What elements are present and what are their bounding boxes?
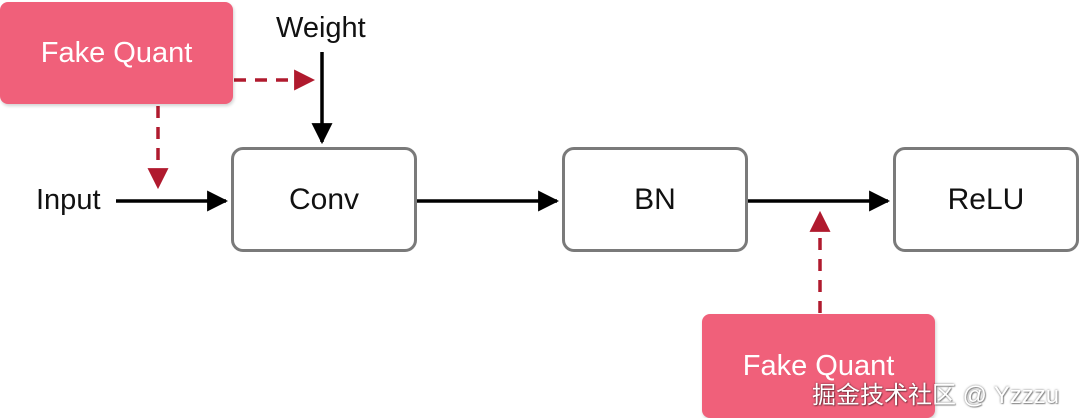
fake-quant-bottom: Fake Quant <box>702 314 935 418</box>
bn-node: BN <box>562 147 748 252</box>
fake-quant-top: Fake Quant <box>0 2 233 104</box>
fake-quant-top-label: Fake Quant <box>40 36 193 69</box>
relu-node: ReLU <box>893 147 1079 252</box>
input-label: Input <box>36 184 101 216</box>
conv-label: Conv <box>288 182 360 216</box>
weight-label: Weight <box>276 12 366 44</box>
fake-quant-bottom-label: Fake Quant <box>742 349 895 382</box>
watermark: 掘金技术社区 @ Yzzzu <box>812 382 1060 409</box>
conv-node: Conv <box>231 147 417 252</box>
relu-label: ReLU <box>947 182 1025 216</box>
bn-label: BN <box>634 182 676 216</box>
